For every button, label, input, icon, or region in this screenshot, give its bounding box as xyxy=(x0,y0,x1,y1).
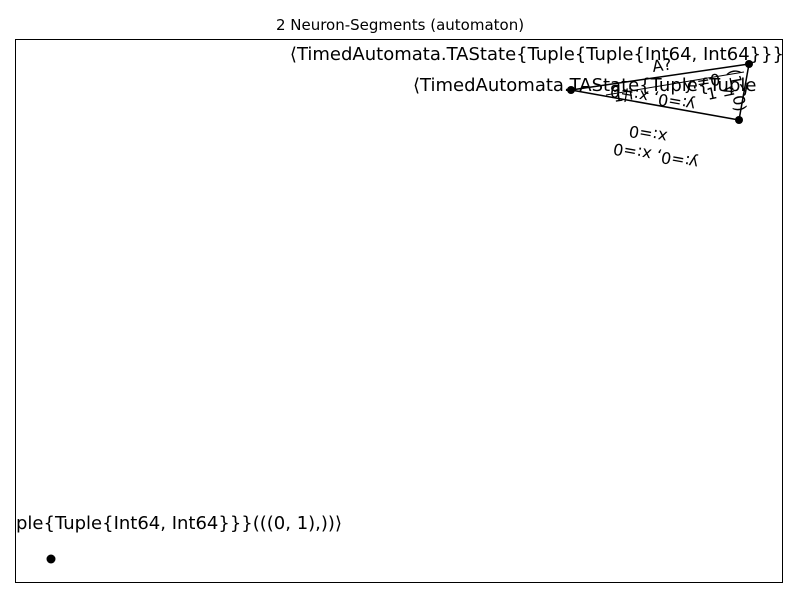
automaton-graph: ⟨TimedAutomata.TAState{Tuple{Tuple{Int64… xyxy=(16,44,783,564)
state-node-bottom-left[interactable] xyxy=(46,554,56,564)
edge-top-to-lower xyxy=(738,63,750,121)
state-node-lower-right[interactable] xyxy=(735,116,743,124)
edge-label-signal: A? xyxy=(651,54,673,76)
edge-inner xyxy=(605,71,745,96)
edge-middle-to-lower xyxy=(570,89,740,121)
state-label-middle: ⟨TimedAutomata.TAState{Tuple{Tuple xyxy=(413,75,756,96)
edge-middle-to-top xyxy=(570,63,750,91)
diagram-frame: ⟨TimedAutomata.TAState{Tuple{Tuple{Int64… xyxy=(15,39,783,583)
state-label-top-right: ⟨TimedAutomata.TAState{Tuple{Tuple{Int64… xyxy=(290,44,783,65)
state-label-bottom-left: ple{Tuple{Int64, Int64}}}(((0, 1),))⟩ xyxy=(16,513,342,534)
edge-label-rate: 1/i xyxy=(612,84,634,106)
diagram-title: 2 Neuron-Segments (automaton) xyxy=(275,16,525,34)
state-node-middle[interactable] xyxy=(567,86,575,94)
state-node-top-right[interactable] xyxy=(745,60,753,68)
